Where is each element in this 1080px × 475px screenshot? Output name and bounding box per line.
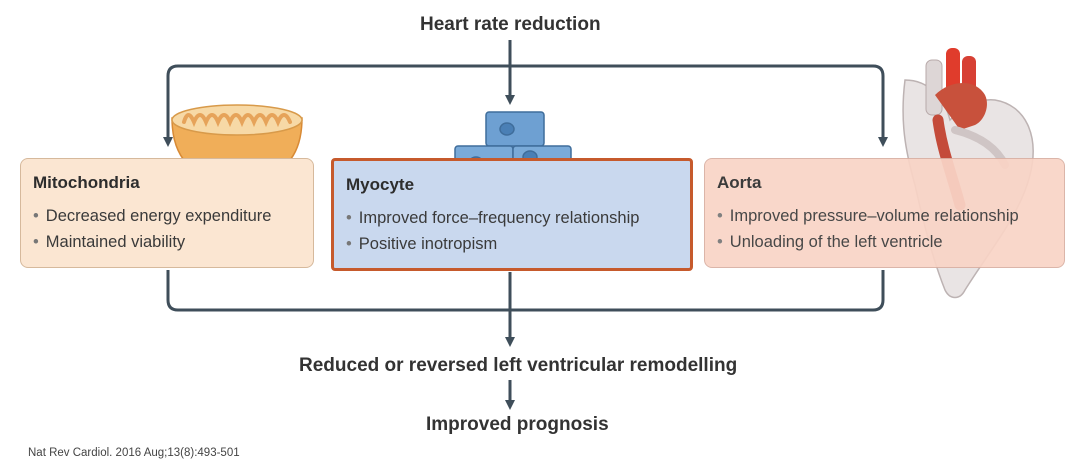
mitochondria-effects-list: Decreased energy expenditure Maintained … — [33, 203, 272, 255]
list-item: Decreased energy expenditure — [33, 203, 272, 229]
remodelling-label: Reduced or reversed left ventricular rem… — [299, 355, 738, 376]
mitochondria-title: Mitochondria — [33, 173, 140, 192]
heart-rate-reduction-label: Heart rate reduction — [420, 14, 601, 35]
list-item: Unloading of the left ventricle — [717, 229, 1019, 255]
aorta-title: Aorta — [717, 173, 762, 192]
aorta-box: Aorta Improved pressure–volume relations… — [704, 158, 1065, 268]
bottom-connector — [166, 270, 885, 410]
myocyte-box: Myocyte Improved force–frequency relatio… — [331, 158, 693, 271]
arrow-to-mitochondria — [163, 64, 510, 147]
top-connector — [163, 40, 888, 147]
merge-line — [166, 270, 885, 312]
citation: Nat Rev Cardiol. 2016 Aug;13(8):493-501 — [28, 447, 240, 459]
list-item: Improved force–frequency relationship — [346, 205, 640, 231]
list-item: Positive inotropism — [346, 231, 639, 257]
myocyte-effects-list: Improved force–frequency relationship Po… — [346, 205, 640, 257]
arrow-to-aorta — [510, 64, 888, 147]
myocyte-title: Myocyte — [346, 175, 415, 194]
aorta-effects-list: Improved pressure–volume relationship Un… — [717, 203, 1019, 255]
improved-prognosis-label: Improved prognosis — [426, 414, 609, 435]
mitochondria-box: Mitochondria Decreased energy expenditur… — [20, 158, 314, 268]
list-item: Maintained viability — [33, 229, 271, 255]
list-item: Improved pressure–volume relationship — [717, 203, 1019, 229]
